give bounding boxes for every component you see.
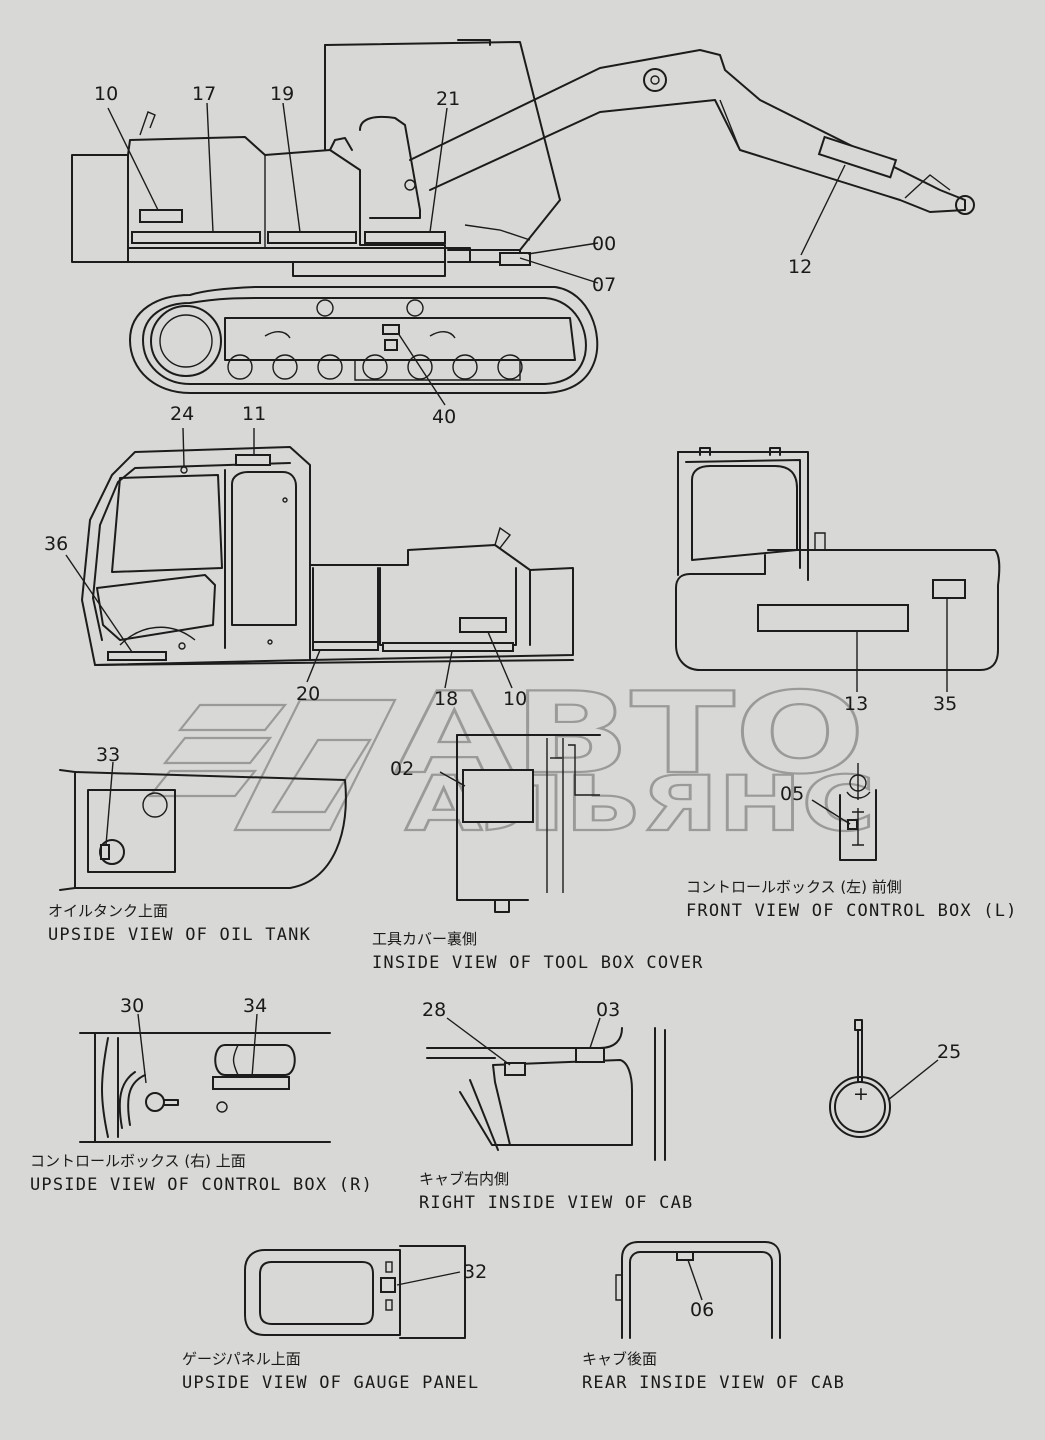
callout-24: 24 xyxy=(170,403,194,425)
excavator-rear-view: 13 35 xyxy=(675,447,1001,715)
decal-21 xyxy=(364,231,446,244)
decal-20 xyxy=(312,641,379,651)
view-caption-en-control-box-l: FRONT VIEW OF CONTROL BOX (L) xyxy=(686,901,1018,921)
decal-11 xyxy=(235,454,271,466)
view-caption-en-tool-box: INSIDE VIEW OF TOOL BOX COVER xyxy=(372,953,704,973)
view-caption-en-cab-right: RIGHT INSIDE VIEW OF CAB xyxy=(419,1193,693,1213)
callout-28: 28 xyxy=(422,999,446,1021)
callout-05: 05 xyxy=(780,783,804,805)
callout-33: 33 xyxy=(96,744,120,766)
control-box-right-view: 30 34 コントロールボックス (右) 上面 UPSIDE VIEW OF C… xyxy=(30,995,373,1195)
decal-32 xyxy=(380,1277,396,1293)
callout-10-lower: 10 xyxy=(503,688,527,710)
tool-box-cover-view: 02 工具カバー裏側 INSIDE VIEW OF TOOL BOX COVER xyxy=(372,734,704,973)
callout-12: 12 xyxy=(788,256,812,278)
callout-34: 34 xyxy=(243,995,267,1017)
gauge-panel-view: 32 ゲージパネル上面 UPSIDE VIEW OF GAUGE PANEL xyxy=(182,1245,487,1393)
view-caption-jp-gauge-panel: ゲージパネル上面 xyxy=(182,1350,301,1368)
decal-18 xyxy=(382,642,514,652)
decal-28 xyxy=(504,1062,526,1076)
decal-17 xyxy=(131,231,261,244)
decal-06 xyxy=(676,1251,694,1261)
callout-19: 19 xyxy=(270,83,294,105)
callout-40: 40 xyxy=(432,406,456,428)
callout-07: 07 xyxy=(592,274,616,296)
callout-13: 13 xyxy=(844,693,868,715)
decal-03 xyxy=(575,1047,605,1063)
decal-10 xyxy=(139,209,183,223)
view-caption-jp-cab-rear: キャブ後面 xyxy=(582,1350,657,1368)
excavator-side-view: 10 17 19 21 00 07 12 40 xyxy=(71,39,975,428)
callout-20: 20 xyxy=(296,683,320,705)
watermark-logo-icon xyxy=(147,698,397,832)
cab-rear-inside-view: 06 キャブ後面 REAR INSIDE VIEW OF CAB xyxy=(582,1241,845,1393)
callout-21: 21 xyxy=(436,88,460,110)
callout-11: 11 xyxy=(242,403,266,425)
decal-36 xyxy=(107,651,167,661)
view-caption-jp-control-box-r: コントロールボックス (右) 上面 xyxy=(30,1152,246,1170)
callout-36: 36 xyxy=(44,533,68,555)
decal-05 xyxy=(847,819,858,830)
view-caption-jp-cab-right: キャブ右内側 xyxy=(419,1170,509,1188)
cab-side-view: 24 11 36 20 18 10 xyxy=(44,403,574,710)
callout-10: 10 xyxy=(94,83,118,105)
view-caption-en-control-box-r: UPSIDE VIEW OF CONTROL BOX (R) xyxy=(30,1175,373,1195)
view-caption-jp-control-box-l: コントロールボックス (左) 前側 xyxy=(686,878,902,896)
decal-34 xyxy=(212,1076,290,1090)
view-caption-jp-tool-box: 工具カバー裏側 xyxy=(372,930,477,948)
round-tag-view: + 25 xyxy=(829,1019,961,1138)
callout-25: 25 xyxy=(937,1041,961,1063)
decal-13 xyxy=(757,604,909,632)
decal-02 xyxy=(462,769,534,823)
decal-33 xyxy=(100,844,110,860)
callout-06: 06 xyxy=(690,1299,714,1321)
svg-text:+: + xyxy=(853,1083,869,1105)
callout-00: 00 xyxy=(592,233,616,255)
oil-tank-view: 33 オイルタンク上面 UPSIDE VIEW OF OIL TANK xyxy=(48,744,347,945)
callout-18: 18 xyxy=(434,688,458,710)
callout-02: 02 xyxy=(390,758,414,780)
view-caption-en-oil-tank: UPSIDE VIEW OF OIL TANK xyxy=(48,925,311,945)
view-caption-jp-oil-tank: オイルタンク上面 xyxy=(48,902,168,920)
callout-17: 17 xyxy=(192,83,216,105)
callout-03: 03 xyxy=(596,999,620,1021)
callout-32: 32 xyxy=(463,1261,487,1283)
callout-35: 35 xyxy=(933,693,957,715)
decal-35 xyxy=(932,579,966,599)
callout-30: 30 xyxy=(120,995,144,1017)
view-caption-en-gauge-panel: UPSIDE VIEW OF GAUGE PANEL xyxy=(182,1373,479,1393)
view-caption-en-cab-rear: REAR INSIDE VIEW OF CAB xyxy=(582,1373,845,1393)
decal-40 xyxy=(382,324,400,335)
decal-12 xyxy=(817,135,898,179)
control-box-left-view: 05 コントロールボックス (左) 前側 FRONT VIEW OF CONTR… xyxy=(686,763,1018,921)
decal-19 xyxy=(267,231,357,244)
decal-10b xyxy=(459,617,507,633)
cab-right-inside-view: 28 03 キャブ右内側 RIGHT INSIDE VIEW OF CAB xyxy=(419,999,693,1213)
